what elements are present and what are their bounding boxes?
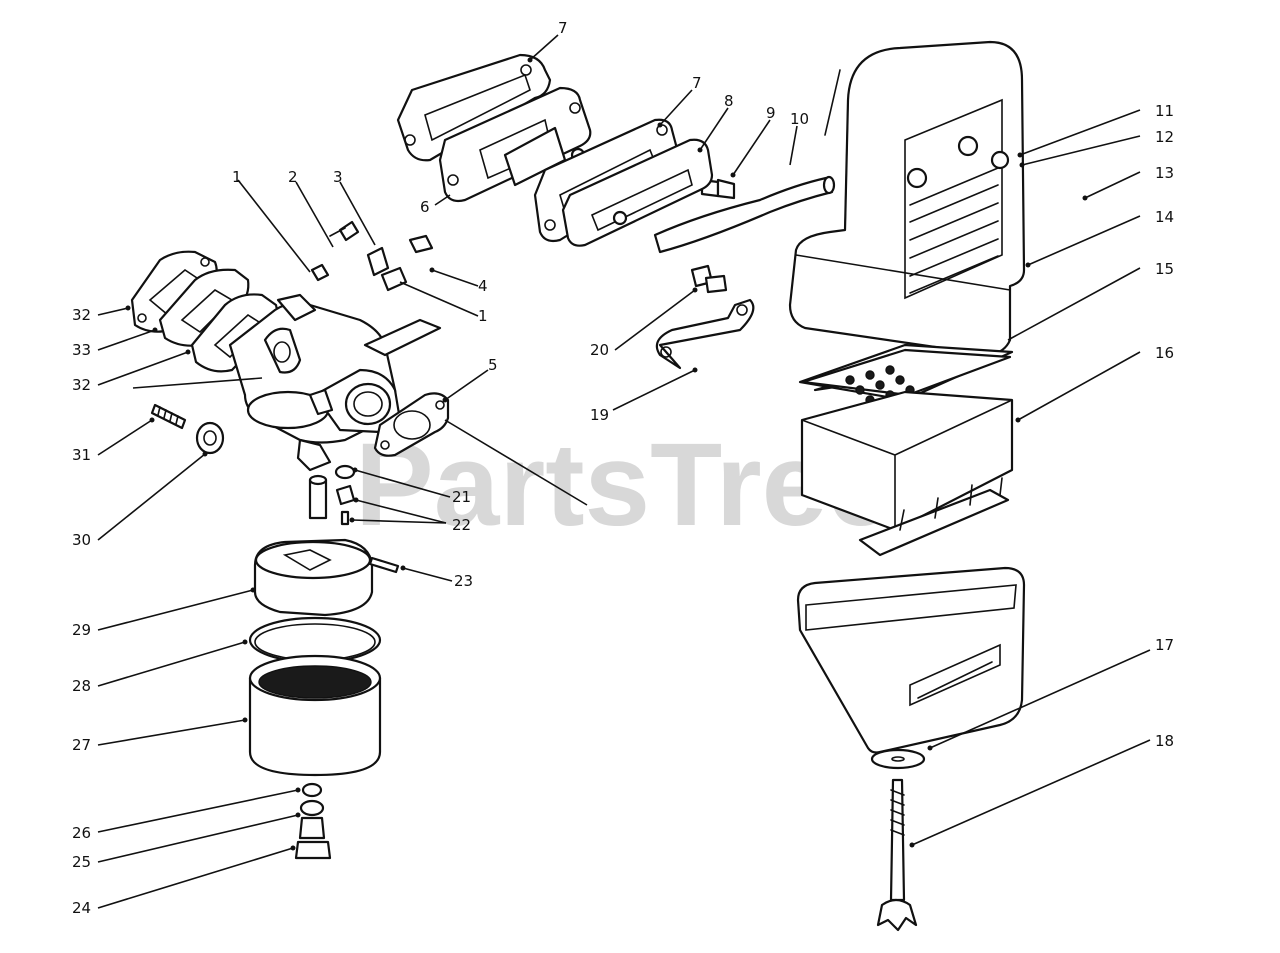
callout-4: 4: [478, 277, 488, 295]
callout-17: 17: [1155, 636, 1174, 654]
float-bowl-27: [248, 654, 382, 777]
callout-25: 25: [72, 853, 91, 871]
callout-28: 28: [72, 677, 91, 695]
callout-29: 29: [72, 621, 91, 639]
air-cleaner-base: [796, 566, 1026, 754]
callout-2: 2: [288, 168, 298, 186]
air-cleaner-cover: [788, 40, 1026, 357]
bracket: [655, 298, 755, 370]
carb-gasket-5: [373, 392, 450, 457]
leader-dots: [125, 57, 1088, 851]
callout-14: 14: [1155, 208, 1174, 226]
callout-3: 3: [333, 168, 343, 186]
leader-lines: [97, 34, 1151, 909]
callout-1: 1: [478, 307, 488, 325]
callout-6: 6: [420, 198, 430, 216]
callout-15: 15: [1155, 260, 1174, 278]
float-29: [253, 538, 374, 617]
callout-18: 18: [1155, 732, 1174, 750]
carburetor-body: [228, 293, 442, 472]
callout-19: 19: [590, 406, 609, 424]
callout-23: 23: [454, 572, 473, 590]
small-parts-1-4: [310, 220, 434, 292]
callout-11: 11: [1155, 102, 1174, 120]
washer: [870, 748, 926, 770]
inlet-needle-21-22: [308, 464, 356, 526]
bowl-fasteners-24-26: [294, 782, 332, 860]
callout-26: 26: [72, 824, 91, 842]
callout-9: 9: [766, 104, 776, 122]
callout-labels: 7 7 8 9 10 11 12 13 14 15 16 17 18 19 20…: [72, 19, 1174, 917]
bushing-30: [195, 421, 225, 455]
callout-33: 33: [72, 341, 91, 359]
callout-1-top: 1: [232, 168, 242, 186]
callout-7-top: 7: [558, 19, 568, 37]
float-pin-23: [368, 556, 400, 574]
breather-gasket-top: [396, 53, 552, 162]
idle-screw-31: [150, 403, 187, 430]
breather-valve: [561, 138, 714, 247]
callout-12: 12: [1155, 128, 1174, 146]
callout-8: 8: [724, 92, 734, 110]
callout-5: 5: [488, 356, 498, 374]
callout-27: 27: [72, 736, 91, 754]
callout-32: 32: [72, 376, 91, 394]
bracket-screw: [690, 264, 728, 294]
wing-stud: [876, 778, 918, 932]
callout-31: 31: [72, 446, 91, 464]
air-filter-element: [800, 348, 1014, 532]
callout-22: 22: [452, 516, 471, 534]
callout-32-top: 32: [72, 306, 91, 324]
callout-16: 16: [1155, 344, 1174, 362]
callout-13: 13: [1155, 164, 1174, 182]
breather-tube: [653, 175, 836, 254]
callout-20: 20: [590, 341, 609, 359]
callout-30: 30: [72, 531, 91, 549]
callout-10: 10: [790, 110, 809, 128]
callout-21: 21: [452, 488, 471, 506]
callout-7: 7: [692, 74, 702, 92]
callout-24: 24: [72, 899, 91, 917]
filter-base-plate: [858, 477, 1010, 557]
